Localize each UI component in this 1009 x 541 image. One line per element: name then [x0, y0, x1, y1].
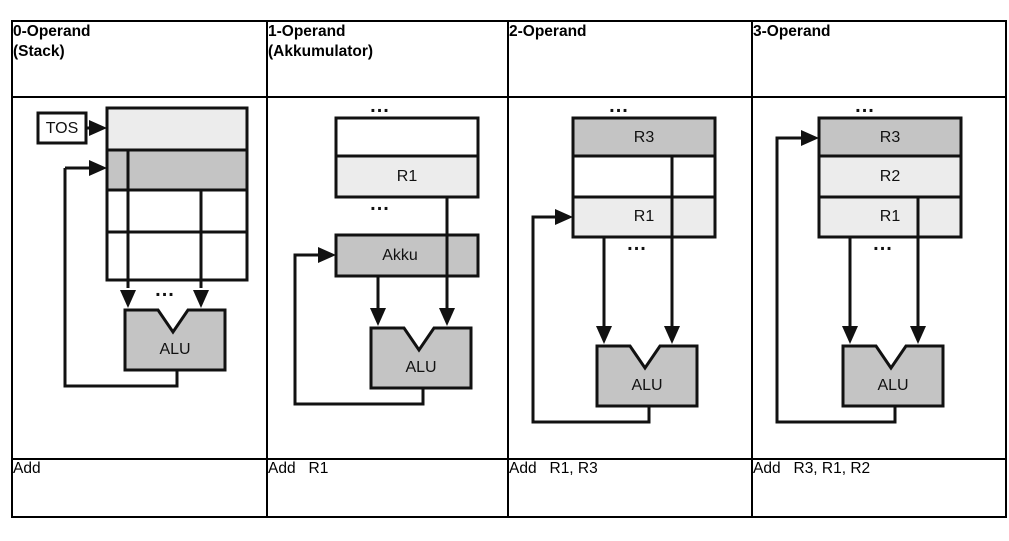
register-label-r1: R1: [634, 208, 655, 225]
accumulator-register: Akku: [334, 233, 480, 278]
header-cell-3-operand: 3-Operand: [751, 20, 1007, 98]
diagram-cell-0-operand: ... ALU TOS: [11, 96, 268, 460]
alu-feedback-arrowhead: [65, 160, 107, 176]
regfile-ellipsis-top: ...: [370, 98, 390, 117]
alu-feedback-arrowhead: [555, 209, 573, 225]
stack-cell-fourth: [105, 230, 249, 282]
register-cell-r1: [571, 195, 717, 239]
regfile-ellipsis-top: ...: [609, 98, 629, 117]
alu-shape: [123, 308, 227, 372]
stack-cell-third: [105, 188, 249, 234]
regfile-ellipsis-top: ...: [855, 98, 875, 117]
instruction-cell-1-operand: Add R1: [266, 458, 509, 518]
accumulator-diagram-svg: ... R1 ... Akku: [293, 98, 480, 406]
alu-feedback-path: [531, 215, 651, 424]
operand-comparison-table: 0-Operand (Stack) 1-Operand (Akkumulator…: [11, 20, 1007, 518]
three-operand-diagram: ... R3 R2 R1: [753, 98, 1005, 458]
register-file: R1: [334, 116, 480, 199]
alu-feedback-path: [63, 168, 179, 388]
register-cell-r1: [334, 154, 480, 199]
instruction-row: Add Add R1 Add R1, R3 Add R3, R1, R2: [11, 458, 1007, 518]
instruction-cell-2-operand: Add R1, R3: [507, 458, 753, 518]
alu-input-arrows: [842, 326, 926, 344]
register-cell-r2: [817, 154, 963, 199]
register-cell-empty: [334, 116, 480, 158]
alu-label: ALU: [405, 359, 436, 376]
header-row: 0-Operand (Stack) 1-Operand (Akkumulator…: [11, 20, 1007, 98]
stack-cell-second: [105, 148, 249, 192]
regfile-ellipsis-bottom: ...: [627, 233, 647, 255]
two-operand-diagram: ... R3 R1: [509, 98, 751, 458]
diagram-cell-1-operand: ... R1 ... Akku: [266, 96, 509, 460]
alu-shape: [369, 326, 473, 390]
alu-input-arrows: [370, 308, 455, 326]
register-cell-r3: [571, 116, 717, 158]
instruction-cell-0-operand: Add: [11, 458, 268, 518]
stack-ellipsis-bottom: ...: [155, 279, 175, 301]
alu-input-arrows: [596, 326, 680, 344]
header-cell-0-operand: 0-Operand (Stack): [11, 20, 268, 98]
stack-cell-tos: [105, 106, 249, 152]
stack-alu-input-arrows: [120, 290, 209, 308]
two-operand-diagram-svg: ... R3 R1: [531, 98, 717, 424]
stack-column-dividers: [126, 150, 203, 280]
stack-diagram-svg: ... ALU TOS: [36, 106, 249, 388]
stack-diagram: ... ALU TOS: [13, 98, 266, 458]
alu-shape: [595, 344, 699, 408]
tos-label: TOS: [46, 120, 79, 137]
register-label-r1: R1: [880, 208, 901, 225]
alu-feedback-path: [293, 253, 425, 406]
regfile-ellipsis-bottom: ...: [873, 233, 893, 255]
three-operand-diagram-svg: ... R3 R2 R1: [775, 98, 963, 424]
register-label-r1: R1: [397, 168, 418, 185]
accumulator-label: Akku: [382, 247, 418, 264]
register-label-r3: R3: [880, 129, 901, 146]
alu-feedback-path: [775, 136, 897, 424]
register-cell-empty: [571, 154, 717, 199]
tos-pointer: TOS: [36, 111, 107, 145]
stack-frame: [105, 106, 249, 282]
diagram-row: ... ALU TOS: [11, 96, 1007, 460]
diagram-cell-2-operand: ... R3 R1: [507, 96, 753, 460]
register-label-r2: R2: [880, 168, 901, 185]
alu-label: ALU: [631, 377, 662, 394]
tos-arrowhead: [89, 120, 107, 136]
register-file: R3 R1: [571, 116, 717, 239]
alu-feedback-arrowhead: [318, 247, 336, 263]
header-cell-2-operand: 2-Operand: [507, 20, 753, 98]
accumulator-diagram: ... R1 ... Akku: [268, 98, 507, 458]
instruction-cell-3-operand: Add R3, R1, R2: [751, 458, 1007, 518]
regfile-ellipsis-bottom: ...: [370, 193, 390, 215]
diagram-cell-3-operand: ... R3 R2 R1: [751, 96, 1007, 460]
header-cell-1-operand: 1-Operand (Akkumulator): [266, 20, 509, 98]
register-label-r3: R3: [634, 129, 655, 146]
alu-label: ALU: [877, 377, 908, 394]
alu-shape: [841, 344, 945, 408]
register-file: R3 R2 R1: [817, 116, 963, 239]
alu-label: ALU: [159, 341, 190, 358]
alu-feedback-arrowhead: [801, 130, 819, 146]
register-cell-r1: [817, 195, 963, 239]
